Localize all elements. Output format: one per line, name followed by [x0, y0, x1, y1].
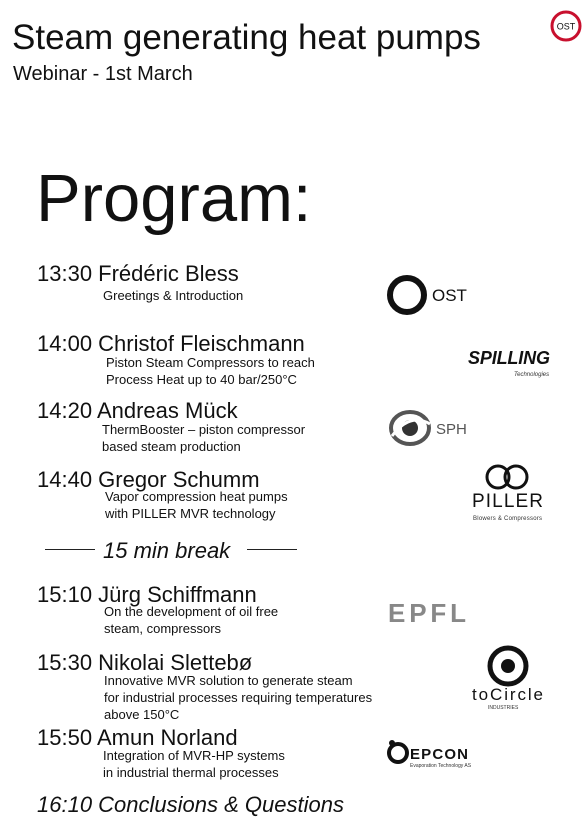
session-time-speaker: 14:40 Gregor Schumm	[37, 467, 260, 492]
session-description: with PILLER MVR technology	[105, 506, 276, 521]
session-description: Vapor compression heat pumps	[105, 489, 288, 504]
ost-badge-logo: OST	[550, 10, 582, 42]
divider-line	[247, 549, 297, 550]
session-description: above 150°C	[104, 707, 180, 722]
tocircle-logo: toCircle INDUSTRIES	[472, 645, 543, 711]
session-description: ThermBooster – piston compressor	[102, 422, 306, 437]
session-time-speaker: 15:50 Amun Norland	[37, 725, 238, 750]
session-description: for industrial processes requiring tempe…	[104, 690, 373, 705]
session-description: based steam production	[102, 439, 241, 454]
epfl-logo: EPFL	[388, 598, 466, 628]
logo-subtext: Evaporation Technology AS	[410, 763, 472, 769]
session-description: steam, compressors	[104, 621, 222, 636]
logo-subtext: INDUSTRIES	[488, 705, 519, 711]
session-time-speaker: 13:30 Frédéric Bless	[37, 261, 239, 286]
piller-logo: PILLER Blowers & Compressors	[472, 464, 543, 522]
session-description: Integration of MVR-HP systems	[103, 748, 285, 763]
session-time-speaker: 14:20 Andreas Mück	[37, 398, 238, 423]
closing-session: 16:10 Conclusions & Questions	[37, 792, 344, 817]
divider-line	[45, 549, 95, 550]
page-title: Steam generating heat pumps	[12, 18, 481, 57]
logo-text: EPCON	[410, 746, 468, 763]
logo-text: SPILLING	[468, 348, 550, 368]
break-label: 15 min break	[103, 538, 231, 563]
logo-text: EPFL	[388, 598, 466, 628]
session-description: On the development of oil free	[104, 604, 279, 619]
ost-logo: OST	[387, 275, 467, 315]
session-time-speaker: 14:00 Christof Fleischmann	[37, 331, 305, 356]
session-description: in industrial thermal processes	[103, 765, 279, 780]
logo-subtext: Blowers & Compressors	[473, 516, 542, 522]
session-description: Greetings & Introduction	[103, 288, 244, 303]
session-time-speaker: 15:30 Nikolai Slettebø	[37, 650, 253, 675]
epcon-logo: EPCON Evaporation Technology AS	[387, 740, 472, 769]
logo-text: PILLER	[472, 491, 543, 512]
logo-text: OST	[432, 286, 467, 305]
session-time-speaker: 15:10 Jürg Schiffmann	[37, 582, 257, 607]
spilling-logo: SPILLING Technologies	[468, 348, 550, 378]
session-description: Process Heat up to 40 bar/250°C	[106, 372, 297, 387]
session-description: Piston Steam Compressors to reach	[106, 355, 315, 370]
logo-text: SPH	[436, 421, 467, 438]
logo-subtext: Technologies	[514, 372, 549, 378]
program-heading: Program:	[36, 161, 312, 236]
logo-text: toCircle	[472, 685, 543, 704]
sph-logo: SPH	[389, 410, 467, 446]
session-description: Innovative MVR solution to generate stea…	[104, 673, 353, 688]
badge-text: OST	[557, 22, 576, 32]
page-subtitle: Webinar - 1st March	[13, 63, 193, 85]
